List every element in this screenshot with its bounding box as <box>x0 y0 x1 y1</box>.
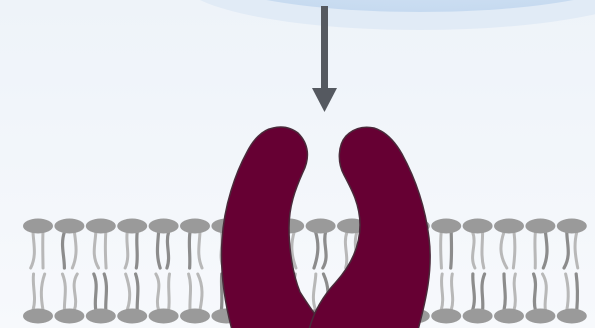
lipid-head <box>494 309 524 324</box>
lipid-tail <box>482 232 484 268</box>
lipid-head <box>306 219 336 234</box>
lipid-tail <box>136 232 137 268</box>
lipid-head <box>557 219 587 234</box>
lipid-tail <box>169 274 170 310</box>
lipid-head <box>525 309 555 324</box>
lipid-tail <box>167 232 169 268</box>
lipid-head <box>23 219 53 234</box>
lipid-head <box>431 219 461 234</box>
lipid-tail <box>345 232 347 268</box>
lipid-head <box>117 219 147 234</box>
lipid-head <box>557 309 587 324</box>
lipid-head <box>54 219 84 234</box>
lipid-tail <box>504 274 505 310</box>
lipid-tail <box>514 274 515 310</box>
lipid-tail <box>441 274 442 310</box>
lipid-tail <box>441 232 442 268</box>
lipid-tail <box>221 274 222 310</box>
lipid-head <box>431 309 461 324</box>
lipid-head <box>525 219 555 234</box>
lipid-tail <box>63 232 65 268</box>
lipid-tail <box>451 274 452 310</box>
lipid-head <box>463 219 493 234</box>
lipid-head <box>117 309 147 324</box>
lipid-tail <box>189 232 190 268</box>
lipid-head <box>494 219 524 234</box>
lipid-head <box>23 309 53 324</box>
lipid-head <box>86 309 116 324</box>
lipid-tail <box>576 274 577 310</box>
lipid-tail <box>105 232 106 268</box>
lipid-tail <box>473 232 475 268</box>
lipid-head <box>149 309 179 324</box>
lipid-tail <box>33 274 35 310</box>
lipid-tail <box>473 274 475 310</box>
lipid-head <box>463 309 493 324</box>
lipid-head <box>180 219 210 234</box>
lipid-head <box>149 219 179 234</box>
lipid-head <box>54 309 84 324</box>
lipid-tail <box>535 232 536 268</box>
lipid-head <box>86 219 116 234</box>
lipid-head <box>180 309 210 324</box>
lipid-tail <box>534 274 536 310</box>
lipid-tail <box>451 232 452 268</box>
lipid-tail <box>513 232 515 268</box>
